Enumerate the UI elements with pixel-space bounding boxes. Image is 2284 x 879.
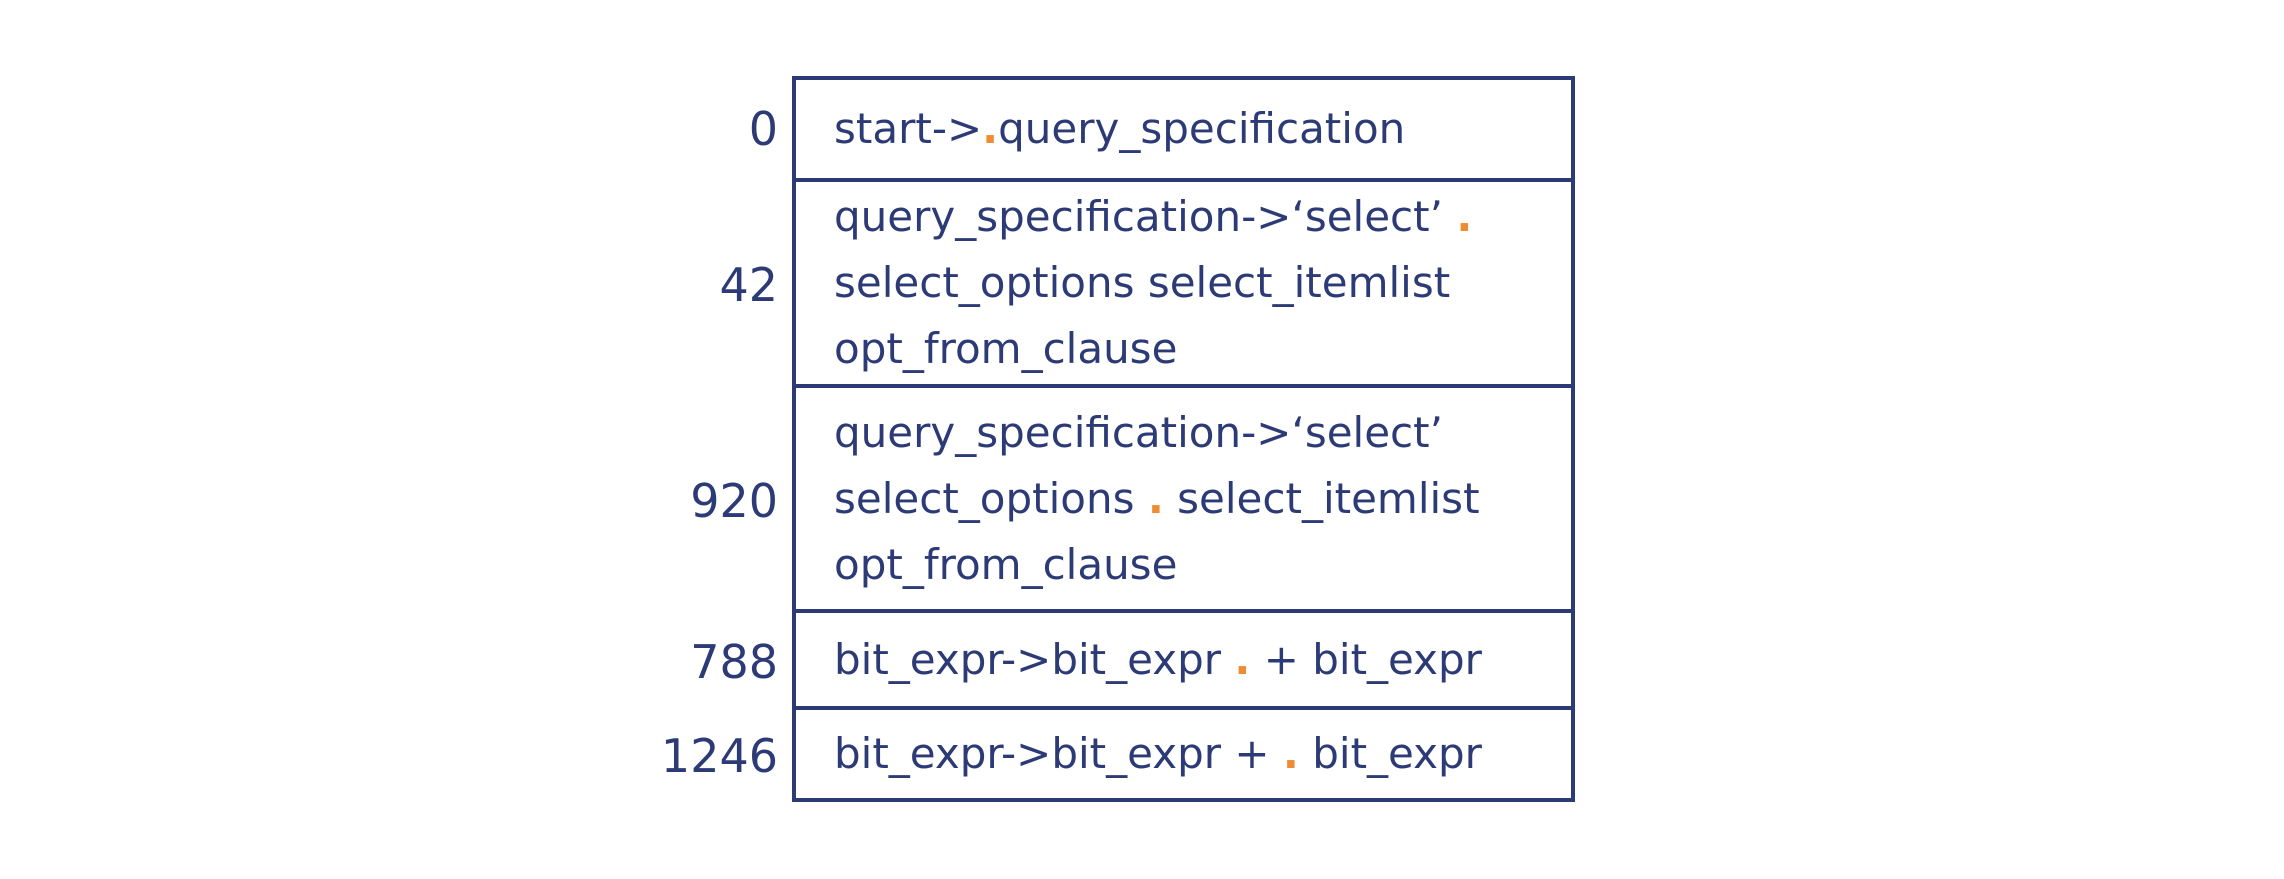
parser-dot: .: [1282, 729, 1299, 778]
production-token: bit_expr: [1298, 729, 1482, 778]
item-set-cell: bit_expr->bit_expr + . bit_expr: [792, 710, 1575, 802]
item-set-row: 1246 bit_expr->bit_expr + . bit_expr: [560, 710, 1575, 802]
production-token: query_specification: [998, 104, 1406, 153]
state-number: 1246: [660, 729, 778, 783]
production-token: bit_expr->bit_expr +: [834, 729, 1283, 778]
production-token: query_specification->‘select’: [834, 192, 1457, 241]
parser-dot: .: [1234, 634, 1251, 684]
item-set-cell: query_specification->‘select’ select_opti…: [792, 388, 1575, 613]
item-set-cell: start->.query_specification: [792, 76, 1575, 182]
production-token: opt_from_clause: [834, 324, 1178, 373]
production-token: select_options select_itemlist: [834, 258, 1451, 307]
production-token: bit_expr->bit_expr: [834, 634, 1235, 684]
production-token: select_options: [834, 473, 1148, 523]
item-set-row: 0 start->.query_specification: [560, 76, 1575, 182]
production-line: query_specification->‘select’: [834, 400, 1561, 466]
production-line: select_options select_itemlist: [834, 250, 1561, 316]
production-line: select_options . select_itemlist: [834, 466, 1561, 532]
production-line: opt_from_clause: [834, 532, 1561, 598]
item-set-row: 788 bit_expr->bit_expr . + bit_expr: [560, 613, 1575, 710]
parser-dot: .: [1456, 192, 1473, 241]
parser-dot: .: [1147, 473, 1164, 523]
production-line: bit_expr->bit_expr + . bit_expr: [834, 721, 1561, 787]
item-set-cell: bit_expr->bit_expr . + bit_expr: [792, 613, 1575, 710]
production-token: query_specification->‘select’: [834, 407, 1443, 457]
parser-dot: .: [982, 104, 999, 153]
production-token: start->: [834, 104, 983, 153]
production-token: + bit_expr: [1250, 634, 1482, 684]
state-number: 42: [719, 258, 778, 312]
production-token: opt_from_clause: [834, 539, 1178, 589]
production-line: start->.query_specification: [834, 96, 1561, 162]
production-line: opt_from_clause: [834, 316, 1561, 382]
state-number: 788: [690, 634, 778, 689]
production-line: bit_expr->bit_expr . + bit_expr: [834, 627, 1561, 693]
state-number: 0: [748, 102, 778, 156]
item-set-cell: query_specification->‘select’ .select_op…: [792, 182, 1575, 388]
production-line: query_specification->‘select’ .: [834, 184, 1561, 250]
production-token: select_itemlist: [1163, 473, 1480, 523]
item-set-row: 920 query_specification->‘select’ select_o…: [560, 388, 1575, 613]
state-number: 920: [690, 473, 778, 528]
